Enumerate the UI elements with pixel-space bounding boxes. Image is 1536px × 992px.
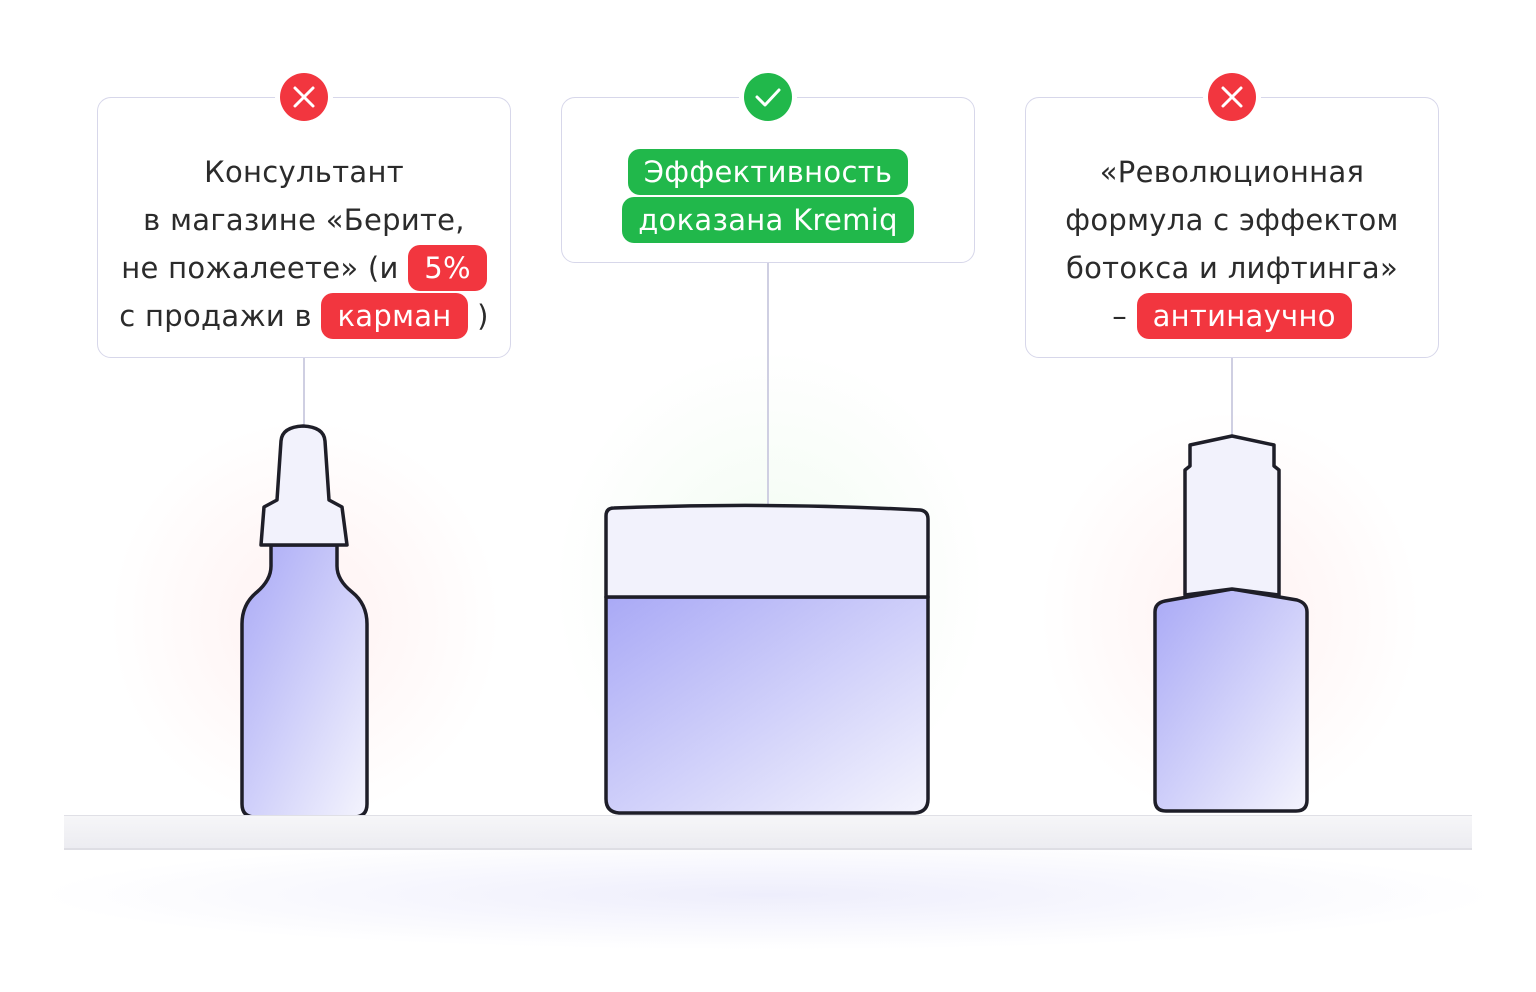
shelf: [64, 815, 1472, 850]
text-segment: формула с эффектом: [1065, 203, 1399, 237]
highlight-proven: доказана Kremiq: [622, 197, 914, 243]
text-segment: –: [1112, 299, 1137, 333]
card-line: «Революционная: [1026, 148, 1438, 196]
text-segment: ботокса и лифтинга»: [1065, 251, 1399, 285]
highlight-effectiveness: Эффективность: [627, 149, 909, 195]
cross-icon: [293, 86, 315, 108]
text-segment: ): [467, 299, 489, 333]
card-line: ботокса и лифтинга»: [1026, 244, 1438, 292]
card-text: Эффективность доказана Kremiq: [562, 148, 974, 244]
card-text: Консультант в магазине «Берите, не пожал…: [98, 148, 510, 340]
card-line: с продажи в карман ): [98, 292, 510, 340]
text-segment: в магазине «Берите,: [143, 203, 465, 237]
cross-icon: [1221, 86, 1243, 108]
connector-line-3: [1231, 358, 1233, 438]
cream-jar: [604, 503, 930, 815]
card-line: не пожалеете» (и 5%: [98, 244, 510, 292]
connector-line-2: [767, 263, 769, 507]
shelf-shadow: [40, 840, 1496, 950]
connector-line-1: [303, 358, 305, 428]
highlight-unscientific: антинаучно: [1136, 293, 1352, 339]
card-line: – антинаучно: [1026, 292, 1438, 340]
card-line: Эффективность: [562, 148, 974, 196]
text-segment: «Революционная: [1099, 155, 1365, 189]
text-segment: с продажи в: [119, 299, 322, 333]
text-segment: Консультант: [204, 155, 404, 189]
claim-card-consultant: Консультант в магазине «Берите, не пожал…: [97, 97, 511, 358]
serum-bottle: [1153, 434, 1309, 813]
dropper-bottle: [240, 424, 369, 819]
status-badge-bad: [1203, 68, 1261, 126]
card-line: Консультант: [98, 148, 510, 196]
claim-card-revolutionary: «Революционная формула с эффектом ботокс…: [1025, 97, 1439, 358]
status-badge-good: [739, 68, 797, 126]
text-segment: не пожалеете» (и: [121, 251, 409, 285]
check-icon: [755, 88, 781, 107]
card-line: доказана Kremiq: [562, 196, 974, 244]
card-line: в магазине «Берите,: [98, 196, 510, 244]
card-text: «Революционная формула с эффектом ботокс…: [1026, 148, 1438, 340]
highlight-pocket: карман: [321, 293, 468, 339]
status-badge-bad: [275, 68, 333, 126]
highlight-percent: 5%: [408, 245, 487, 291]
card-line: формула с эффектом: [1026, 196, 1438, 244]
